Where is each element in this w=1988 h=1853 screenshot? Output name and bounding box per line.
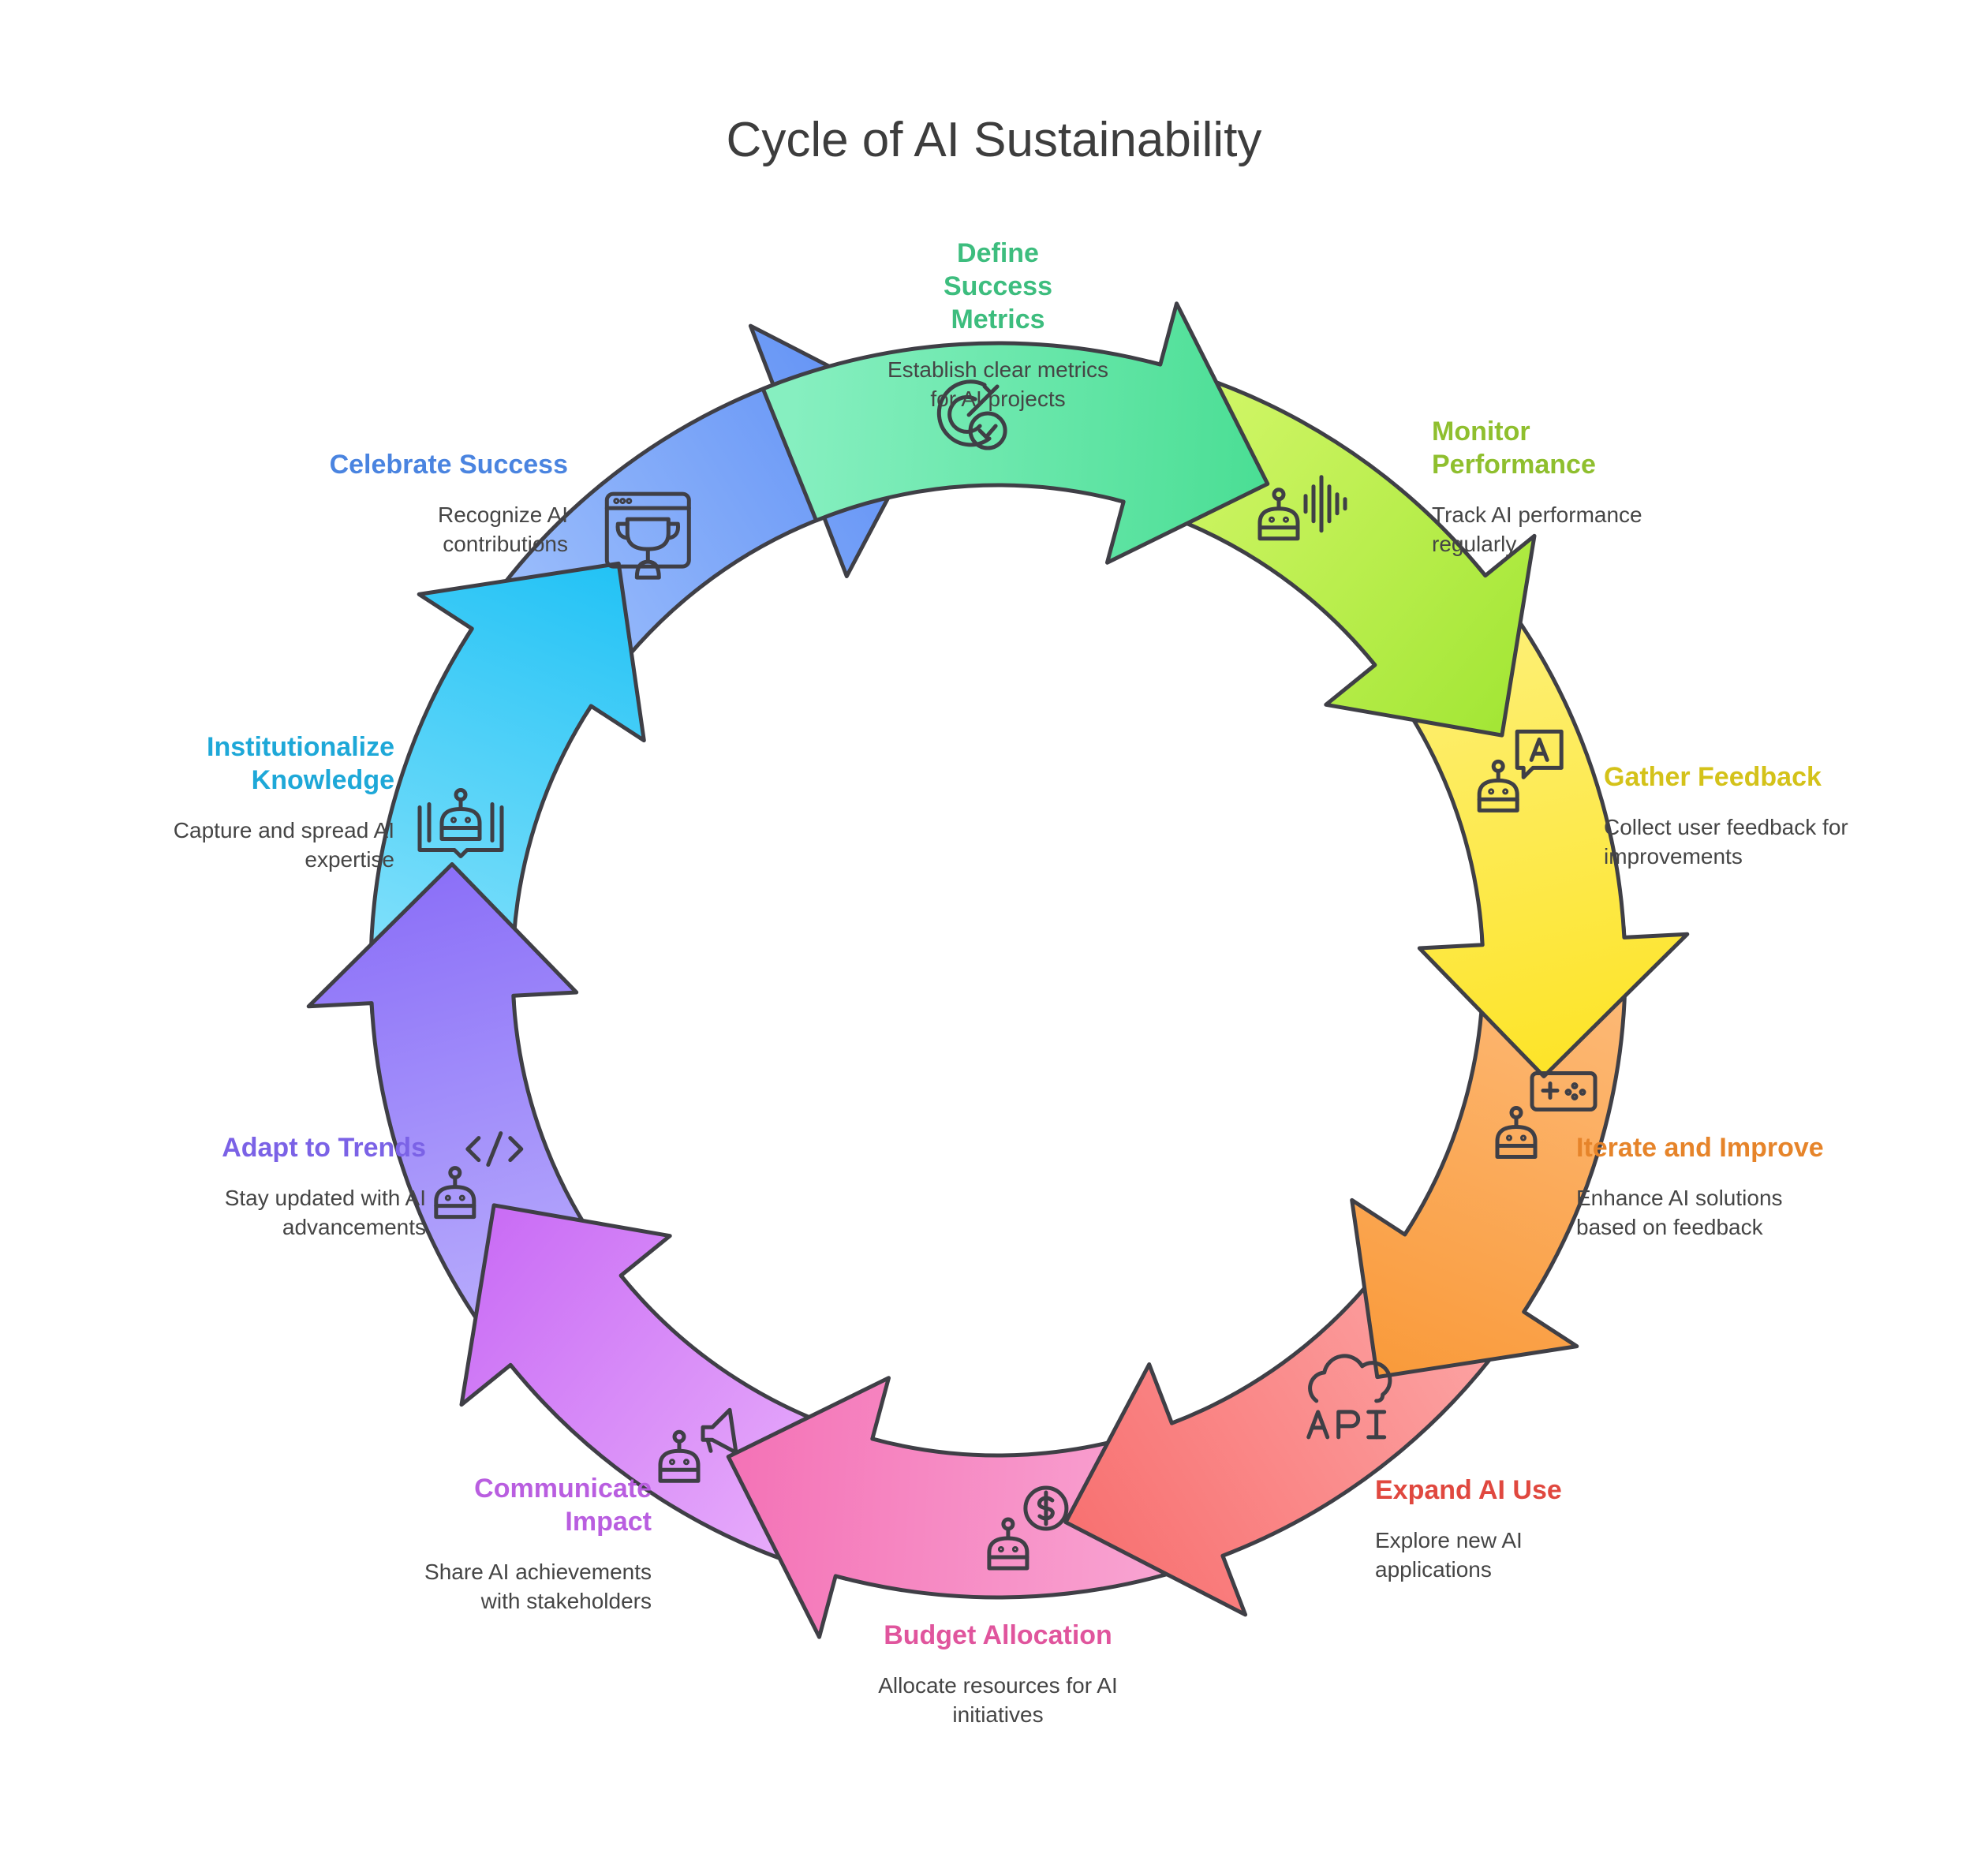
step-title-celebrate: Celebrate Success: [329, 450, 568, 480]
step-label-celebrate: Celebrate Success Recognize AI contribut…: [300, 448, 568, 559]
step-title-budget: Budget Allocation: [884, 1620, 1112, 1650]
step-label-gather: Gather Feedback Collect user feedback fo…: [1604, 760, 1864, 871]
robot-code-icon: [434, 1131, 524, 1220]
step-title-define: Define Success Metrics: [944, 238, 1052, 334]
step-title-institutionalize: Institutionalize Knowledge: [207, 732, 394, 795]
step-title-communicate: Communicate Impact: [474, 1474, 652, 1537]
step-label-budget: Budget Allocation Allocate resources for…: [836, 1619, 1160, 1729]
robot-megaphone-icon: [658, 1407, 738, 1483]
step-desc-adapt: Stay updated with AI advancements: [224, 1186, 426, 1239]
step-label-expand: Expand AI Use Explore new AI application…: [1375, 1474, 1612, 1584]
robot-chat-icon: [1477, 729, 1564, 813]
robot-dollar-icon: [987, 1485, 1069, 1571]
diagram-title: Cycle of AI Sustainability: [726, 113, 1262, 167]
step-title-monitor: Monitor Performance: [1432, 417, 1596, 480]
step-label-communicate: Communicate Impact Share AI achievements…: [368, 1472, 652, 1616]
step-title-expand: Expand AI Use: [1375, 1475, 1562, 1505]
step-title-iterate: Iterate and Improve: [1576, 1133, 1824, 1163]
robot-soundwave-icon: [1257, 475, 1347, 541]
step-label-define: Define Success Metrics Establish clear m…: [832, 237, 1164, 413]
target-check-icon: [936, 379, 1007, 450]
step-label-adapt: Adapt to Trends Stay updated with AI adv…: [158, 1131, 426, 1242]
step-desc-define: Establish clear metrics for AI projects: [887, 357, 1109, 411]
step-title-gather: Gather Feedback: [1604, 762, 1822, 792]
step-title-adapt: Adapt to Trends: [222, 1133, 426, 1163]
step-desc-iterate: Enhance AI solutions based on feedback: [1576, 1186, 1783, 1239]
step-desc-budget: Allocate resources for AI initiatives: [878, 1673, 1118, 1727]
step-label-institutionalize: Institutionalize Knowledge Capture and s…: [126, 730, 394, 874]
step-desc-gather: Collect user feedback for improvements: [1604, 815, 1848, 869]
step-label-monitor: Monitor Performance Track AI performance…: [1432, 415, 1684, 559]
cycle-arrow-define: [760, 301, 1270, 565]
robot-book-icon: [417, 788, 504, 858]
step-desc-celebrate: Recognize AI contributions: [438, 502, 568, 556]
cycle-arrow-budget: [726, 1376, 1235, 1639]
step-desc-monitor: Track AI performance regularly: [1432, 502, 1642, 556]
cloud-api-icon: [1306, 1354, 1392, 1440]
trophy-window-icon: [604, 491, 691, 580]
step-label-iterate: Iterate and Improve Enhance AI solutions…: [1576, 1131, 1860, 1242]
step-desc-expand: Explore new AI applications: [1375, 1528, 1523, 1582]
step-desc-institutionalize: Capture and spread AI expertise: [173, 818, 394, 872]
robot-gamepad-icon: [1495, 1071, 1598, 1159]
step-desc-communicate: Share AI achievements with stakeholders: [424, 1560, 652, 1613]
